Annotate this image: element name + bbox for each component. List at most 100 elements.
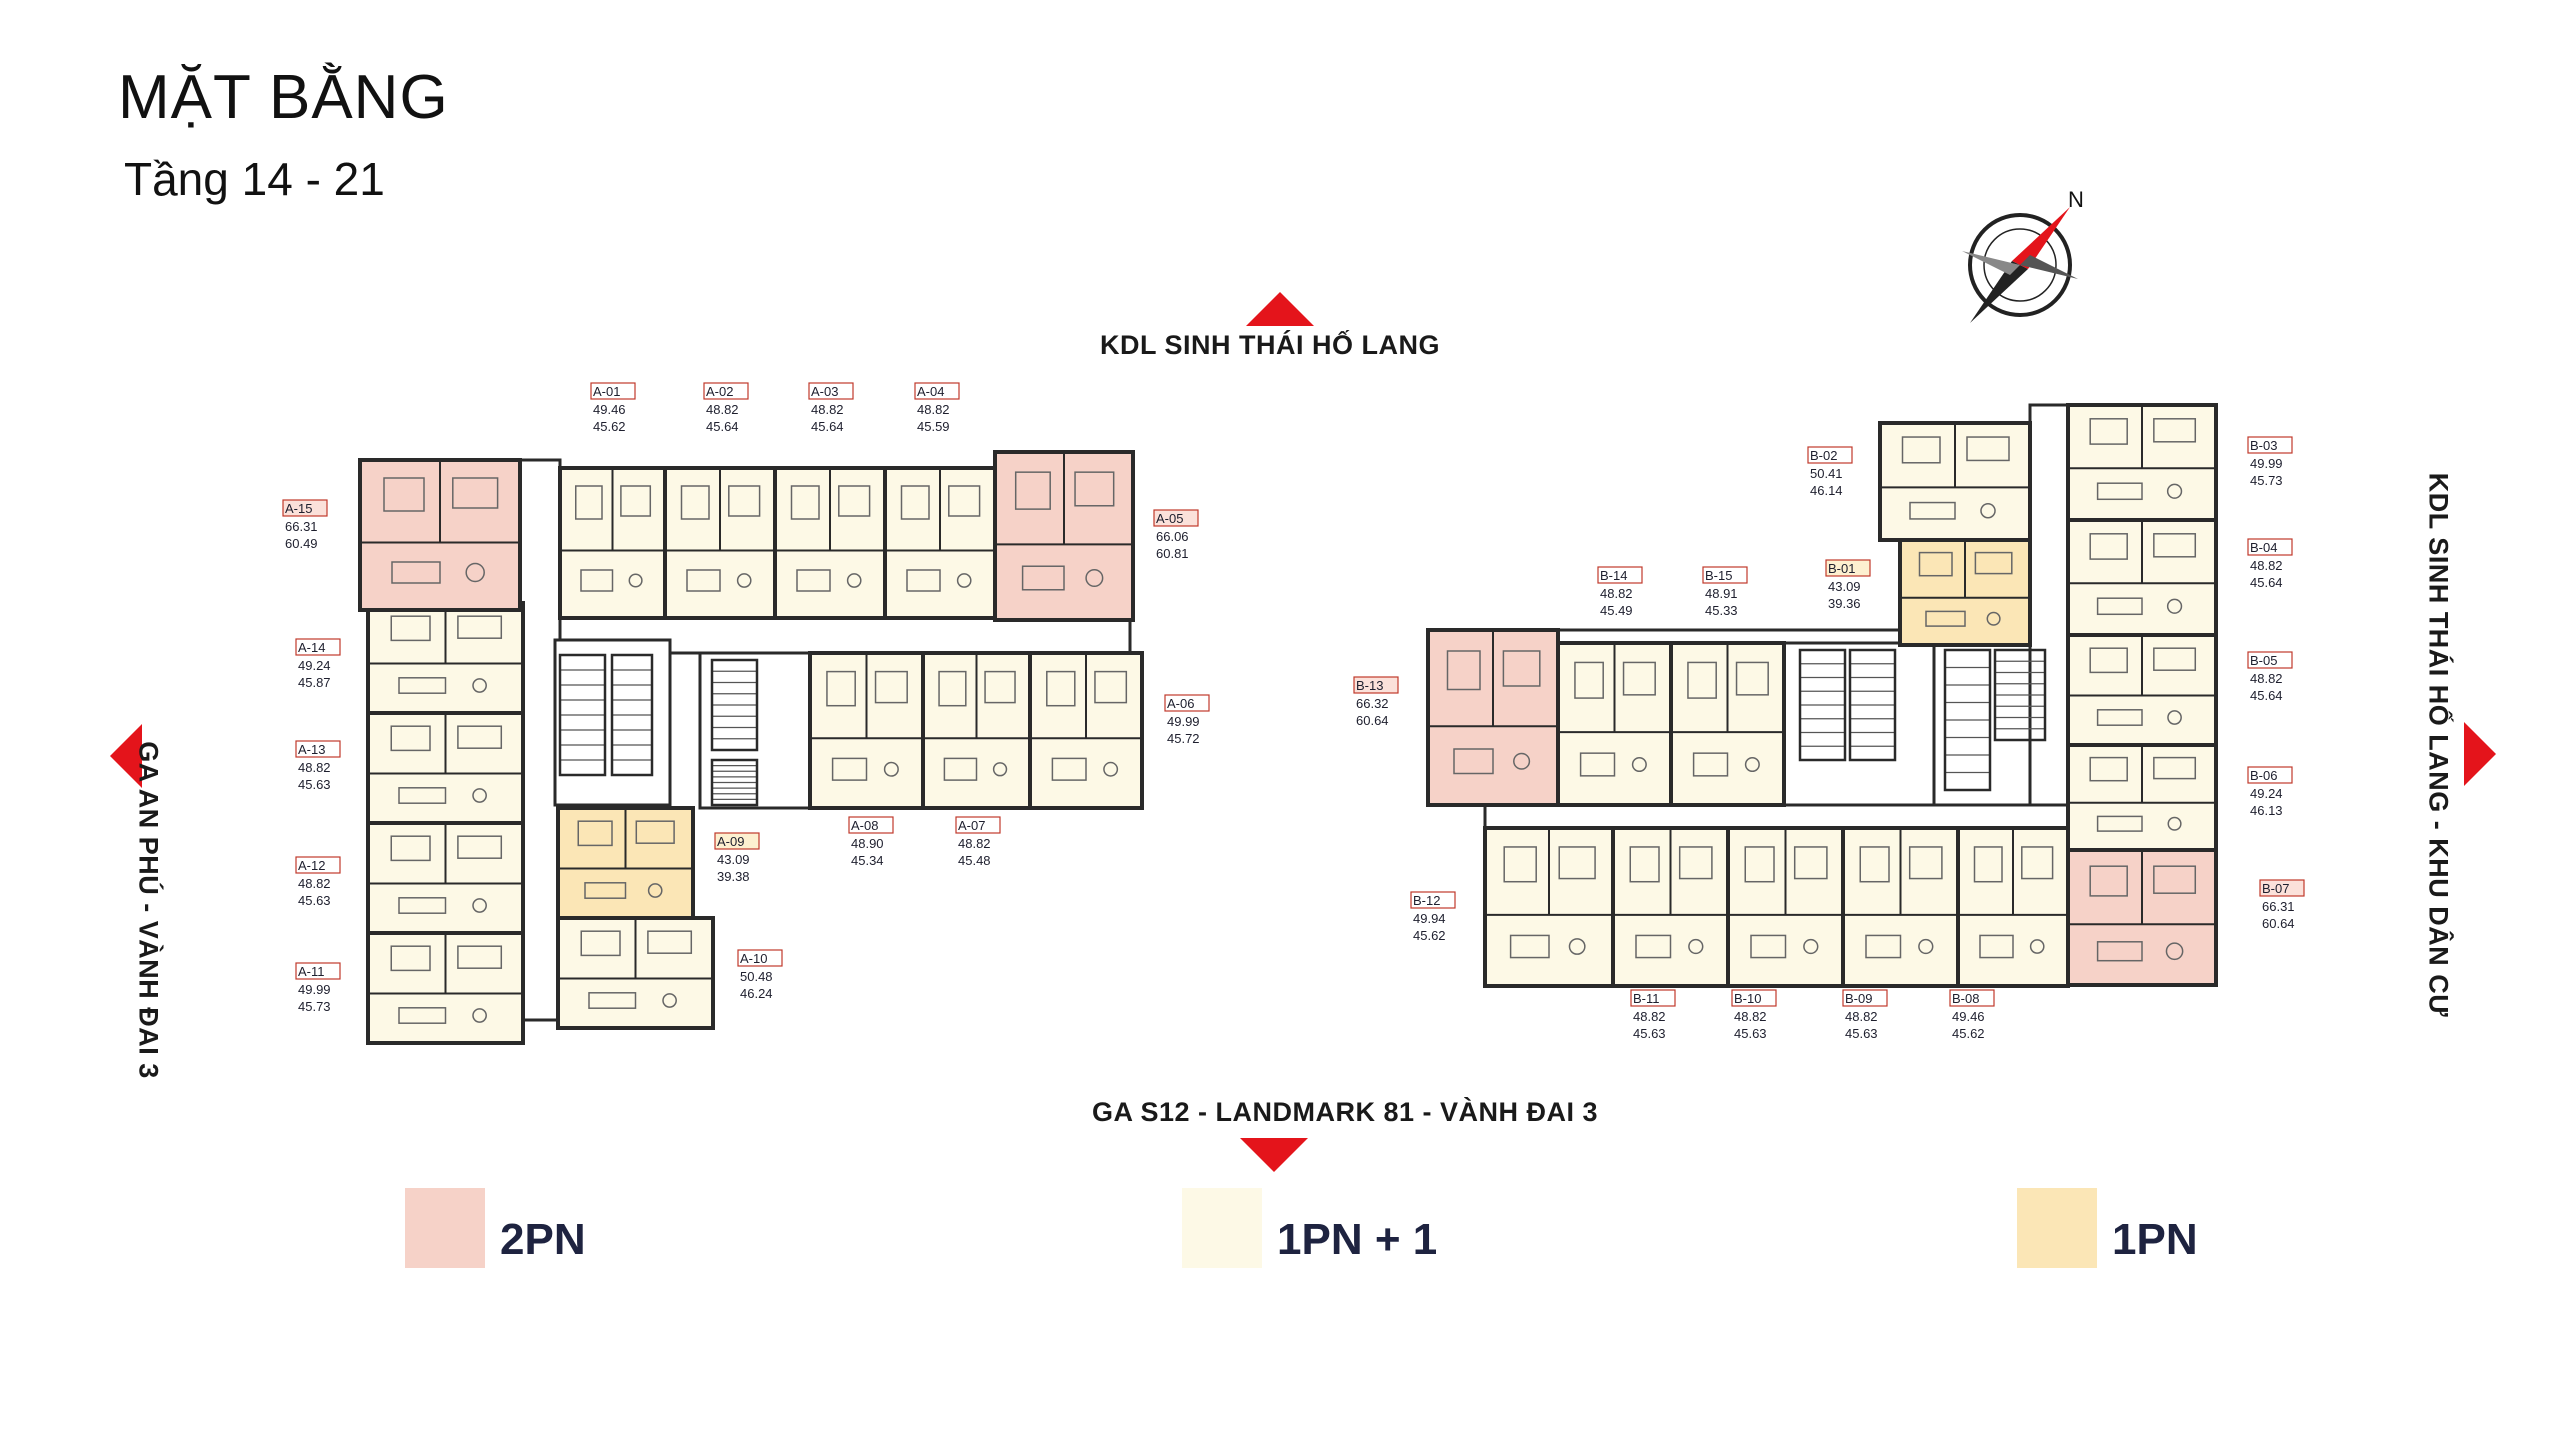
unit-code: A-01	[593, 384, 620, 399]
unit-area-net: 46.24	[740, 986, 773, 1001]
unit-code: A-10	[740, 951, 767, 966]
unit-a-04: A-04 48.82 45.59	[883, 382, 997, 620]
unit-a-06: A-06 49.99 45.72	[1028, 651, 1210, 810]
unit-area-net: 45.73	[2250, 473, 2283, 488]
unit-code: A-03	[811, 384, 838, 399]
unit-area-net: 45.62	[1413, 928, 1446, 943]
unit-area-net: 45.49	[1600, 603, 1633, 618]
unit-code: B-05	[2250, 653, 2277, 668]
unit-area-gross: 48.82	[917, 402, 950, 417]
unit-area-net: 45.62	[1952, 1026, 1985, 1041]
unit-code: A-13	[298, 742, 325, 757]
unit-area-gross: 48.82	[2250, 558, 2283, 573]
floor-range-subtitle: Tầng 14 - 21	[124, 153, 385, 205]
unit-area-net: 45.64	[2250, 575, 2283, 590]
unit-area-gross: 49.46	[1952, 1009, 1985, 1024]
unit-area-gross: 49.24	[298, 658, 331, 673]
unit-code: A-05	[1156, 511, 1183, 526]
legend-swatch-2pn	[405, 1188, 485, 1268]
unit-code: A-06	[1167, 696, 1194, 711]
unit-area-net: 45.63	[298, 777, 331, 792]
unit-a-02: A-02 48.82 45.64	[663, 382, 777, 620]
unit-code: B-14	[1600, 568, 1627, 583]
unit-area-gross: 48.82	[1734, 1009, 1767, 1024]
unit-code: B-07	[2262, 881, 2289, 896]
unit-area-net: 45.72	[1167, 731, 1200, 746]
direction-south-label: GA S12 - LANDMARK 81 - VÀNH ĐAI 3	[1092, 1097, 1599, 1127]
unit-area-net: 45.62	[593, 419, 626, 434]
unit-area-gross: 66.31	[285, 519, 318, 534]
unit-area-gross: 66.06	[1156, 529, 1189, 544]
unit-area-net: 45.64	[706, 419, 739, 434]
unit-area-gross: 48.82	[706, 402, 739, 417]
unit-b-06: B-06 49.24 46.13	[2066, 743, 2293, 852]
unit-area-net: 60.64	[1356, 713, 1389, 728]
unit-code: B-04	[2250, 540, 2277, 555]
unit-area-net: 46.13	[2250, 803, 2283, 818]
unit-code: B-11	[1633, 991, 1660, 1006]
east-arrow-icon	[2464, 722, 2496, 786]
legend-label-1pn-plus: 1PN + 1	[1277, 1215, 1438, 1264]
unit-code: A-07	[958, 818, 985, 833]
unit-area-gross: 48.82	[958, 836, 991, 851]
unit-code: B-08	[1952, 991, 1979, 1006]
unit-code: A-08	[851, 818, 878, 833]
west-arrow-icon	[110, 724, 142, 788]
unit-area-net: 45.63	[1633, 1026, 1666, 1041]
legend-swatch-1pn-plus	[1182, 1188, 1262, 1268]
unit-area-net: 45.63	[1845, 1026, 1878, 1041]
unit-code: A-02	[706, 384, 733, 399]
unit-area-net: 39.36	[1828, 596, 1861, 611]
direction-north-label: KDL SINH THÁI HỐ LANG	[1100, 330, 1440, 360]
unit-code: A-09	[717, 834, 744, 849]
unit-code: B-09	[1845, 991, 1872, 1006]
unit-area-gross: 49.99	[1167, 714, 1200, 729]
unit-a-14: A-14 49.24 45.87	[295, 601, 525, 715]
unit-area-net: 45.59	[917, 419, 950, 434]
unit-area-gross: 48.91	[1705, 586, 1738, 601]
unit-b-04: B-04 48.82 45.64	[2066, 518, 2293, 637]
unit-area-gross: 49.99	[2250, 456, 2283, 471]
unit-a-03: A-03 48.82 45.64	[773, 382, 887, 620]
unit-b-09: B-09 48.82 45.63	[1841, 826, 1960, 1041]
unit-area-gross: 49.94	[1413, 911, 1446, 926]
unit-area-net: 39.38	[717, 869, 750, 884]
north-arrow-icon	[1246, 292, 1314, 326]
unit-code: A-04	[917, 384, 944, 399]
unit-area-gross: 43.09	[717, 852, 750, 867]
unit-a-09: A-09 43.09 39.38	[556, 806, 760, 920]
unit-area-gross: 48.82	[1845, 1009, 1878, 1024]
unit-area-gross: 48.82	[811, 402, 844, 417]
unit-area-net: 45.63	[1734, 1026, 1767, 1041]
unit-code: B-03	[2250, 438, 2277, 453]
unit-b-03: B-03 49.99 45.73	[2066, 403, 2293, 522]
south-arrow-icon	[1240, 1138, 1308, 1172]
unit-area-net: 45.73	[298, 999, 331, 1014]
unit-code: B-06	[2250, 768, 2277, 783]
unit-code: B-15	[1705, 568, 1732, 583]
unit-area-gross: 48.82	[2250, 671, 2283, 686]
unit-area-gross: 48.90	[851, 836, 884, 851]
unit-area-net: 45.87	[298, 675, 331, 690]
unit-area-net: 60.64	[2262, 916, 2295, 931]
unit-area-net: 45.63	[298, 893, 331, 908]
unit-code: A-14	[298, 640, 325, 655]
unit-area-gross: 49.24	[2250, 786, 2283, 801]
unit-area-gross: 49.99	[298, 982, 331, 997]
unit-area-gross: 48.82	[298, 760, 331, 775]
unit-code: B-01	[1828, 561, 1855, 576]
unit-area-net: 45.64	[811, 419, 844, 434]
